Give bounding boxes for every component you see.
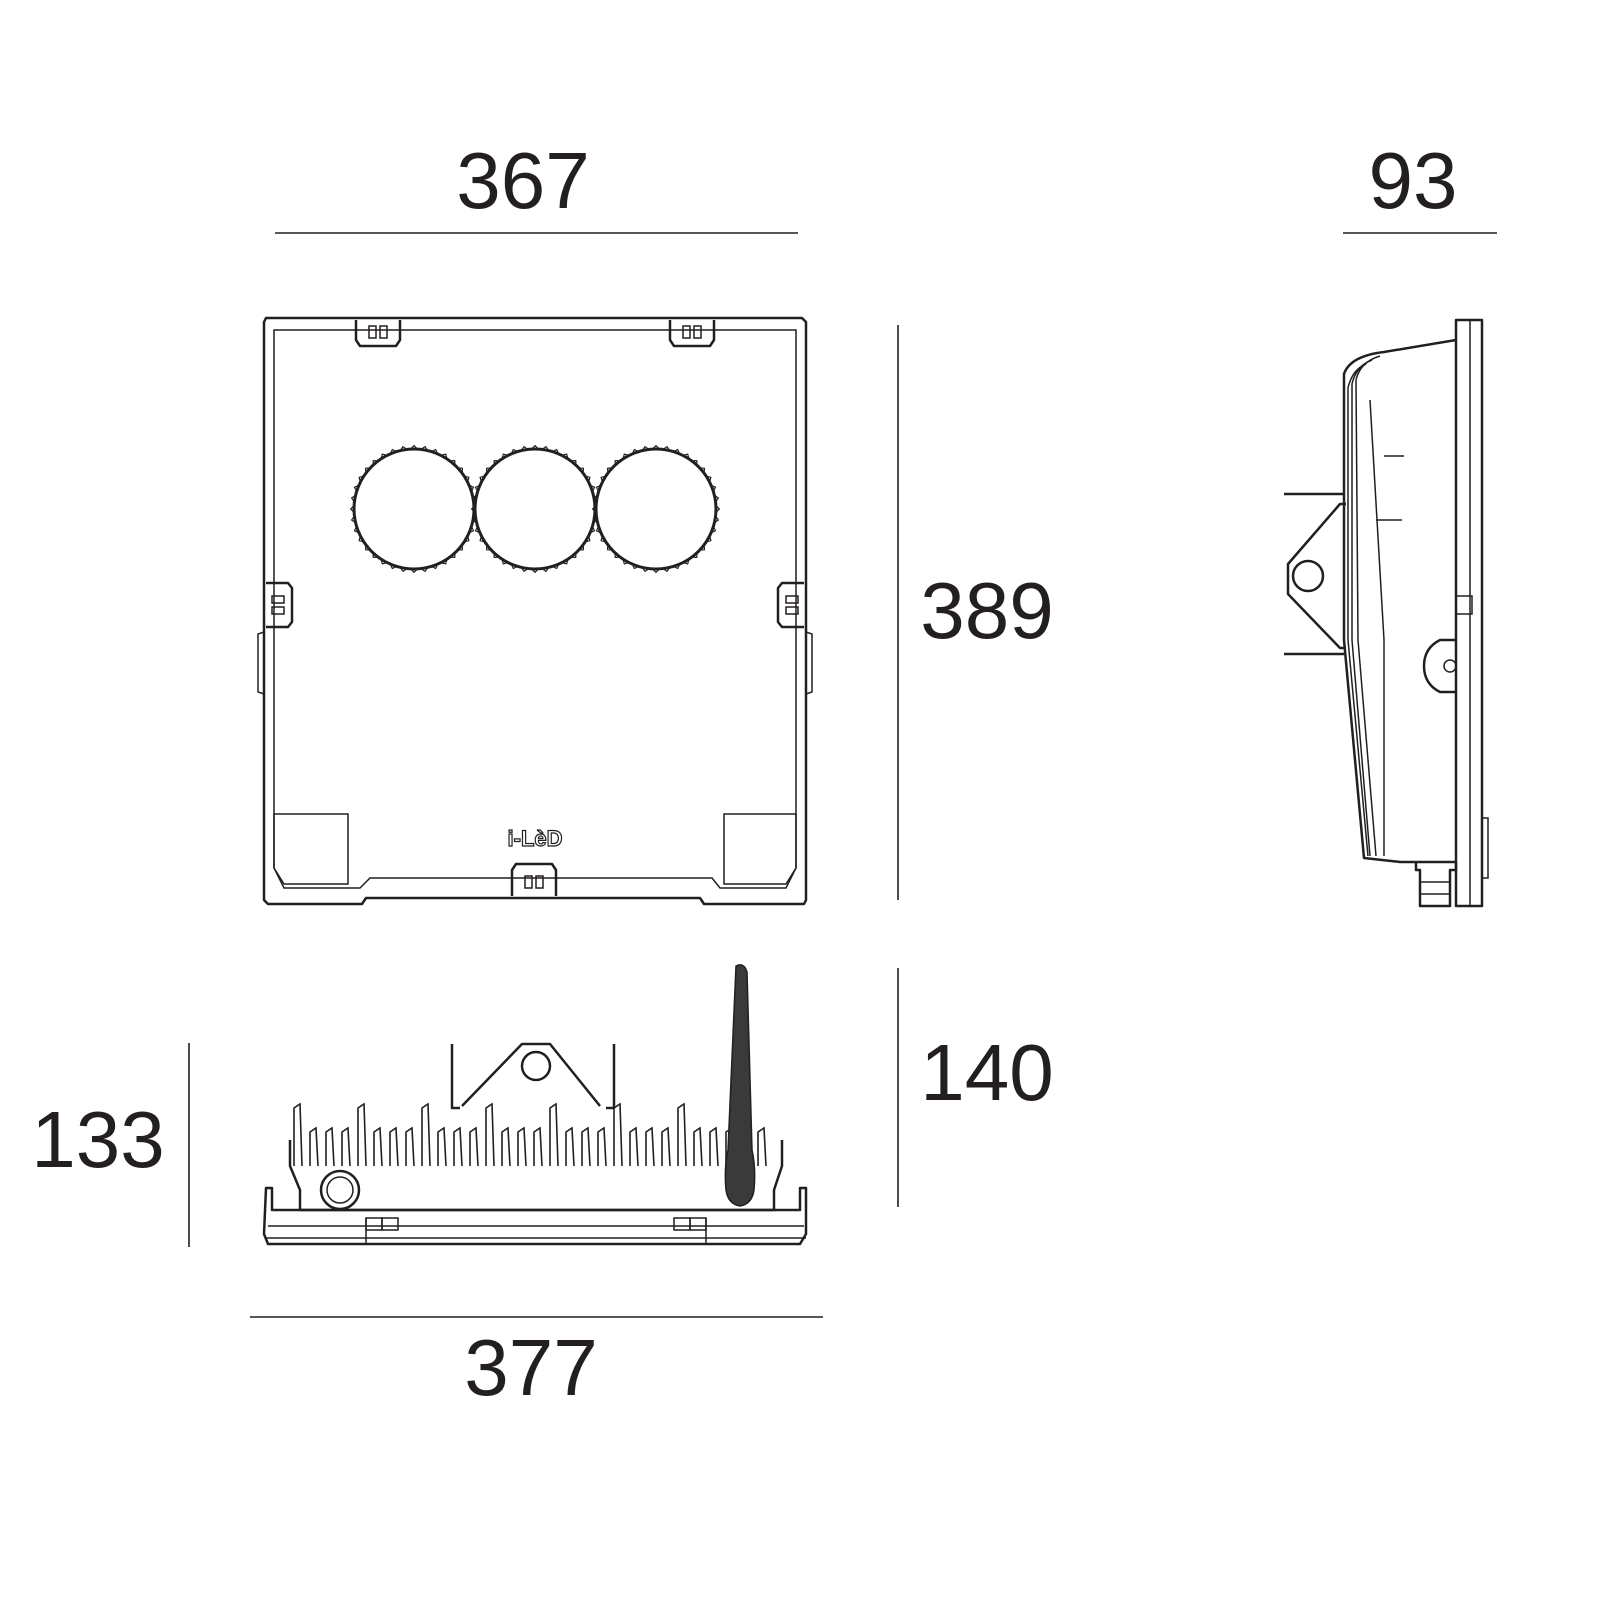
bottom-view bbox=[262, 964, 808, 1246]
heatsink-fin bbox=[709, 1126, 719, 1167]
side-view bbox=[1284, 318, 1489, 908]
front-outline bbox=[262, 316, 808, 906]
heatsink-fin bbox=[565, 1126, 575, 1167]
bottom-pivot-hole bbox=[520, 1050, 552, 1082]
bottom-clip bbox=[510, 862, 558, 896]
lens-3 bbox=[591, 444, 721, 574]
bottom-height-left-label: 133 bbox=[31, 1095, 164, 1184]
side-pivot-hole bbox=[1291, 559, 1325, 593]
heatsink-fin bbox=[357, 1102, 367, 1167]
heatsink-fin bbox=[693, 1126, 703, 1167]
corner-block-left bbox=[273, 813, 349, 885]
heatsink-fin bbox=[325, 1126, 335, 1167]
front-inner-frame bbox=[273, 329, 797, 889]
heatsink-fin bbox=[549, 1102, 559, 1167]
heatsink-fin bbox=[309, 1126, 319, 1167]
heatsink-fin bbox=[597, 1126, 607, 1167]
front-width-label: 367 bbox=[456, 136, 589, 225]
dimension-bottom-height-right: 140 bbox=[897, 968, 1054, 1207]
lens-array bbox=[349, 444, 721, 574]
side-depth-label: 93 bbox=[1369, 136, 1458, 225]
top-clip-right bbox=[668, 320, 716, 348]
side-hinge bbox=[1422, 638, 1457, 694]
heatsink-fin bbox=[453, 1126, 463, 1167]
front-view: i-LèD bbox=[257, 316, 813, 906]
heatsink-fin bbox=[581, 1126, 591, 1167]
side-body-outline bbox=[1342, 338, 1457, 864]
dimension-front-height: 389 bbox=[897, 325, 1054, 900]
heatsink-fin bbox=[629, 1126, 639, 1167]
heatsink-fin bbox=[373, 1126, 383, 1167]
heatsink-fin bbox=[501, 1126, 511, 1167]
side-bracket bbox=[1284, 492, 1346, 656]
bottom-base bbox=[262, 1186, 808, 1246]
heatsink-fin bbox=[677, 1102, 687, 1167]
heatsink-fin bbox=[645, 1126, 655, 1167]
bottom-bracket bbox=[450, 1042, 616, 1110]
heatsink-fin bbox=[405, 1126, 415, 1167]
brand-logo: i-LèD bbox=[508, 826, 563, 851]
heatsink-fin bbox=[469, 1126, 479, 1167]
side-mount-plate bbox=[1454, 318, 1484, 908]
heatsink-fin bbox=[437, 1126, 447, 1167]
top-clip-left bbox=[354, 320, 402, 348]
side-body-inner bbox=[1355, 355, 1381, 857]
dimension-bottom-width: 377 bbox=[250, 1316, 823, 1412]
front-height-label: 389 bbox=[920, 566, 1053, 655]
side-cable-gland bbox=[1414, 862, 1458, 908]
heatsink-fin bbox=[293, 1102, 303, 1167]
dimension-bottom-height-left: 133 bbox=[31, 1043, 190, 1247]
bottom-body bbox=[288, 1140, 784, 1212]
heatsink-fin bbox=[533, 1126, 543, 1167]
lens-2 bbox=[470, 444, 600, 574]
heatsink-fins bbox=[293, 1102, 767, 1167]
heatsink-fin bbox=[421, 1102, 431, 1167]
heatsink-fin bbox=[661, 1126, 671, 1167]
bottom-width-label: 377 bbox=[464, 1323, 597, 1412]
bottom-height-right-label: 140 bbox=[920, 1028, 1053, 1117]
side-clip-left bbox=[257, 581, 294, 695]
dimension-front-width: 367 bbox=[275, 136, 798, 234]
dimension-side-depth: 93 bbox=[1343, 136, 1497, 234]
heatsink-fin bbox=[485, 1102, 495, 1167]
heatsink-fin bbox=[613, 1102, 623, 1167]
bottom-cable-gland bbox=[319, 1169, 361, 1211]
antenna bbox=[724, 964, 756, 1207]
heatsink-fin bbox=[757, 1126, 767, 1167]
heatsink-fin bbox=[389, 1126, 399, 1167]
heatsink-fin bbox=[517, 1126, 527, 1167]
heatsink-fin bbox=[341, 1126, 351, 1167]
lens-1 bbox=[349, 444, 479, 574]
side-clip-right bbox=[776, 581, 813, 695]
corner-block-right bbox=[723, 813, 797, 885]
